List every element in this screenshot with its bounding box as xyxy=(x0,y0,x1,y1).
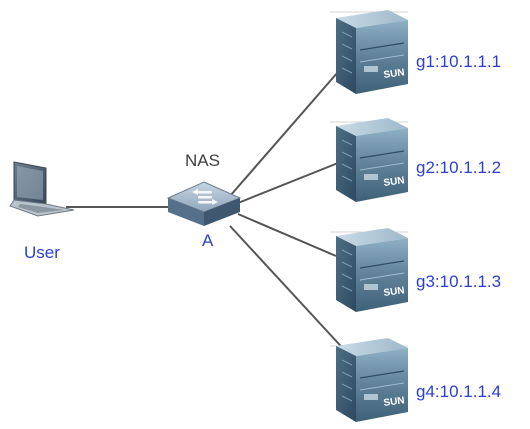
server-brand: SUN xyxy=(383,175,405,189)
server-g2: SUN g2:10.1.1.2 xyxy=(335,117,501,203)
link-nas-g1 xyxy=(229,71,339,197)
laptop-icon xyxy=(9,161,75,217)
server-g4: SUN g4:10.1.1.4 xyxy=(335,337,501,423)
server-brand: SUN xyxy=(383,67,405,81)
nas-node-id: A xyxy=(202,231,214,250)
server-icon xyxy=(335,9,409,95)
server-label-g4: g4:10.1.1.4 xyxy=(416,382,501,401)
link-nas-g4 xyxy=(229,225,351,357)
link-nas-g3 xyxy=(237,213,337,257)
server-brand: SUN xyxy=(383,395,405,409)
server-icon xyxy=(335,337,409,423)
links xyxy=(66,71,351,357)
server-g1: SUN g1:10.1.1.1 xyxy=(335,9,501,95)
user-label: User xyxy=(24,243,60,262)
server-label-g2: g2:10.1.1.2 xyxy=(416,158,501,177)
switch-icon xyxy=(166,181,242,226)
server-brand: SUN xyxy=(383,285,405,299)
server-label-g3: g3:10.1.1.3 xyxy=(416,272,501,291)
server-g3: SUN g3:10.1.1.3 xyxy=(335,227,501,313)
server-icon xyxy=(335,227,409,313)
server-icon xyxy=(335,117,409,203)
server-label-g1: g1:10.1.1.1 xyxy=(416,52,501,71)
link-nas-g2 xyxy=(237,162,339,204)
nas-label: NAS xyxy=(185,151,220,170)
